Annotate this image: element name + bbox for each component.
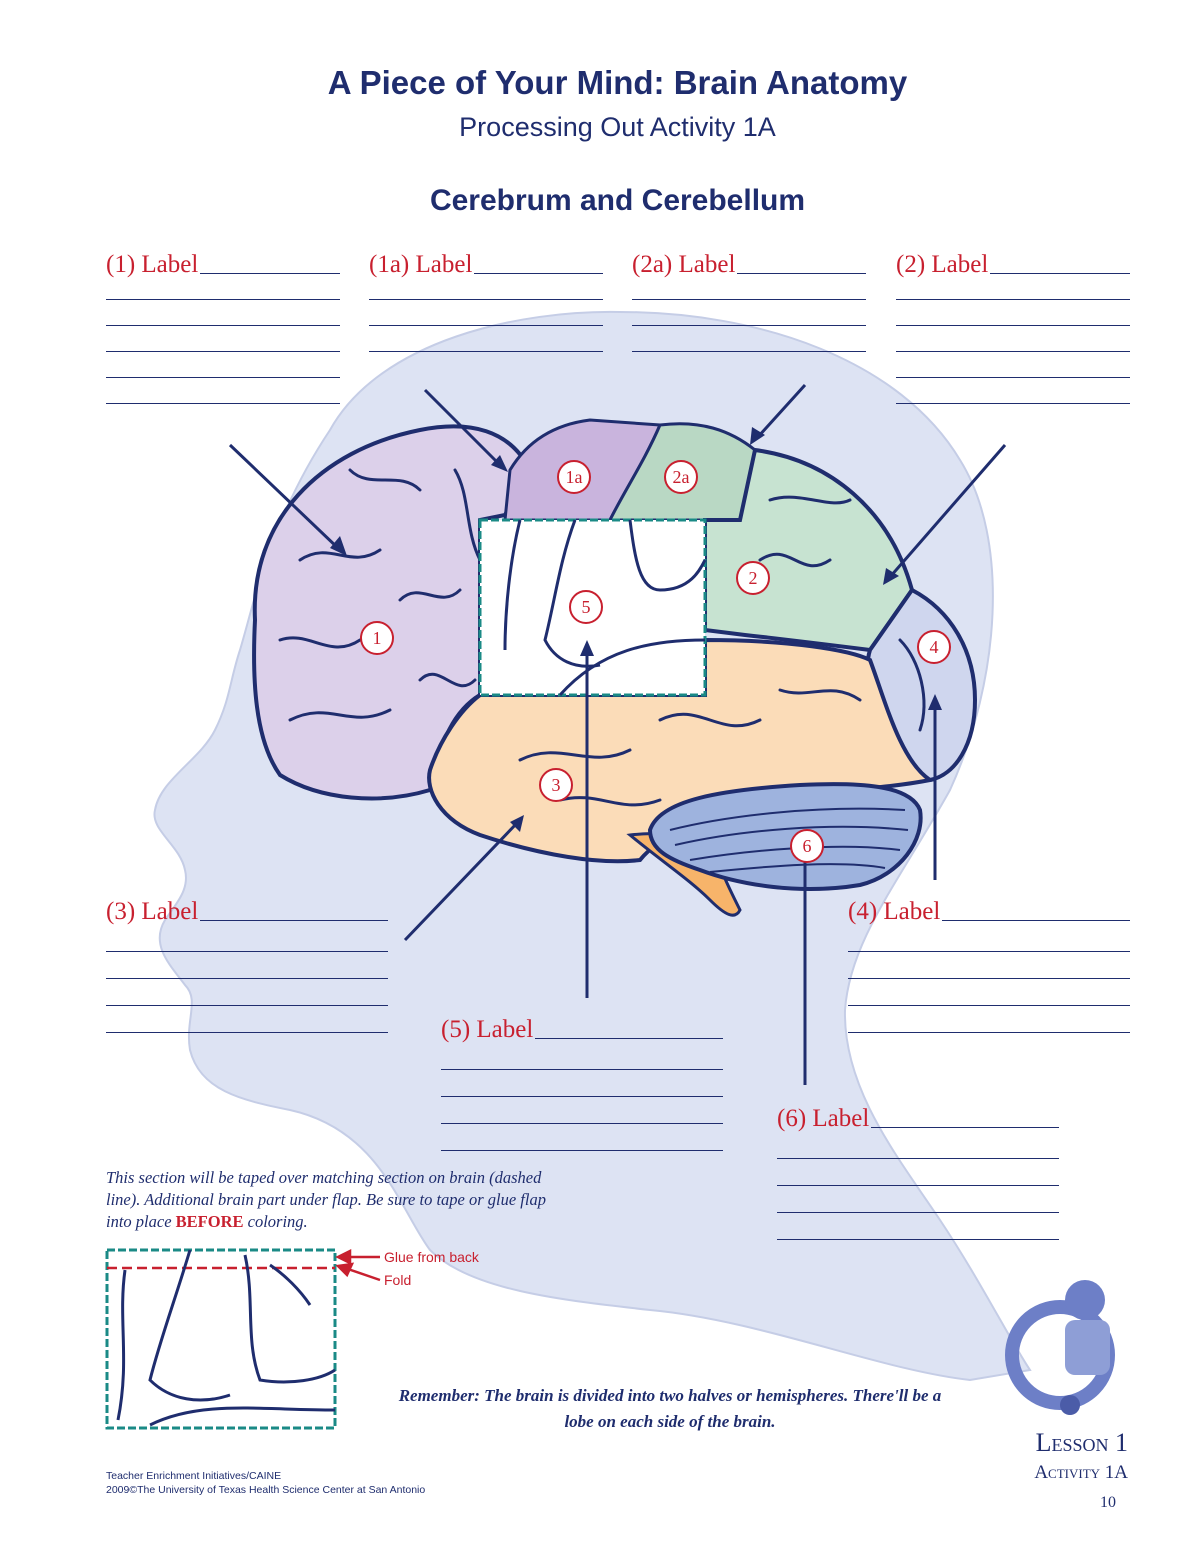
- flap-piece: [105, 1248, 337, 1430]
- answer-line[interactable]: [737, 272, 866, 274]
- mascot-figure: [1005, 1280, 1115, 1415]
- glue-arrows: [335, 1248, 381, 1282]
- marker-6: 6: [790, 829, 824, 863]
- answer-line[interactable]: [632, 325, 866, 326]
- answer-line[interactable]: [632, 299, 866, 300]
- answer-line[interactable]: [369, 299, 603, 300]
- tape-instructions: This section will be taped over matching…: [106, 1168, 546, 1231]
- marker-4: 4: [917, 630, 951, 664]
- marker-3: 3: [539, 768, 573, 802]
- label-title: (1a) Label: [369, 251, 473, 278]
- answer-line[interactable]: [106, 951, 388, 952]
- label-title: (2a) Label: [632, 251, 736, 278]
- answer-line[interactable]: [200, 272, 340, 274]
- pointer-lines: [228, 383, 1007, 1085]
- answer-line[interactable]: [942, 919, 1130, 921]
- answer-line[interactable]: [106, 351, 340, 352]
- answer-line[interactable]: [777, 1239, 1059, 1240]
- label-title: (4) Label: [848, 898, 941, 925]
- taped-section-sulci: [503, 519, 707, 696]
- label-title: (5) Label: [441, 1016, 534, 1043]
- flap-sulci: [116, 1249, 336, 1427]
- label-title: (2) Label: [896, 251, 989, 278]
- label-block-1a: (1a) Label: [369, 251, 603, 352]
- answer-line[interactable]: [369, 351, 603, 352]
- label-block-2: (2) Label: [896, 251, 1130, 404]
- answer-line[interactable]: [369, 325, 603, 326]
- answer-line[interactable]: [106, 403, 340, 404]
- answer-line[interactable]: [632, 351, 866, 352]
- remember-note: Remember: The brain is divided into two …: [398, 1386, 942, 1431]
- label-block-1: (1) Label: [106, 251, 340, 404]
- answer-line[interactable]: [441, 1123, 723, 1124]
- marker-1: 1: [360, 621, 394, 655]
- answer-line[interactable]: [441, 1069, 723, 1070]
- answer-line[interactable]: [106, 299, 340, 300]
- glue-label: Glue from back: [384, 1249, 479, 1265]
- answer-line[interactable]: [441, 1150, 723, 1151]
- lesson-label: Lesson 1: [1035, 1428, 1128, 1457]
- section-heading: Cerebrum and Cerebellum: [429, 184, 806, 217]
- answer-line[interactable]: [777, 1212, 1059, 1213]
- page-number: 10: [1100, 1494, 1116, 1511]
- footer-copyright: 2009©The University of Texas Health Scie…: [106, 1484, 426, 1496]
- answer-line[interactable]: [848, 1005, 1130, 1006]
- before-emphasis: BEFORE: [175, 1212, 244, 1231]
- answer-line[interactable]: [106, 978, 388, 979]
- answer-line[interactable]: [896, 403, 1130, 404]
- label-block-6: (6) Label: [777, 1105, 1059, 1240]
- answer-line[interactable]: [441, 1096, 723, 1097]
- cerebellum: [647, 782, 923, 891]
- answer-line[interactable]: [106, 1005, 388, 1006]
- activity-label: Activity 1A: [1034, 1462, 1128, 1483]
- answer-line[interactable]: [474, 272, 603, 274]
- answer-line[interactable]: [848, 1032, 1130, 1033]
- label-block-3: (3) Label: [106, 898, 388, 1033]
- label-title: (1) Label: [106, 251, 199, 278]
- answer-line[interactable]: [106, 1032, 388, 1033]
- marker-5: 5: [569, 590, 603, 624]
- label-block-5: (5) Label: [441, 1016, 723, 1151]
- label-title: (6) Label: [777, 1105, 870, 1132]
- page-title: A Piece of Your Mind: Brain Anatomy: [327, 64, 908, 101]
- footer-org: Teacher Enrichment Initiatives/CAINE: [106, 1470, 282, 1482]
- answer-line[interactable]: [848, 978, 1130, 979]
- fold-label: Fold: [384, 1272, 412, 1288]
- label-block-2a: (2a) Label: [632, 251, 866, 352]
- marker-1a: 1a: [557, 460, 591, 494]
- answer-line[interactable]: [200, 919, 388, 921]
- answer-line[interactable]: [896, 299, 1130, 300]
- answer-line[interactable]: [990, 272, 1130, 274]
- answer-line[interactable]: [896, 351, 1130, 352]
- label-block-4: (4) Label: [848, 898, 1130, 1033]
- answer-line[interactable]: [871, 1126, 1059, 1128]
- arrow-heads: [330, 427, 942, 832]
- answer-line[interactable]: [777, 1158, 1059, 1159]
- marker-2: 2: [736, 561, 770, 595]
- marker-2a: 2a: [664, 460, 698, 494]
- answer-line[interactable]: [535, 1037, 723, 1039]
- answer-line[interactable]: [777, 1185, 1059, 1186]
- page-subtitle: Processing Out Activity 1A: [459, 112, 776, 142]
- answer-line[interactable]: [896, 325, 1130, 326]
- answer-line[interactable]: [106, 325, 340, 326]
- answer-line[interactable]: [896, 377, 1130, 378]
- answer-line[interactable]: [106, 377, 340, 378]
- label-title: (3) Label: [106, 898, 199, 925]
- answer-line[interactable]: [848, 951, 1130, 952]
